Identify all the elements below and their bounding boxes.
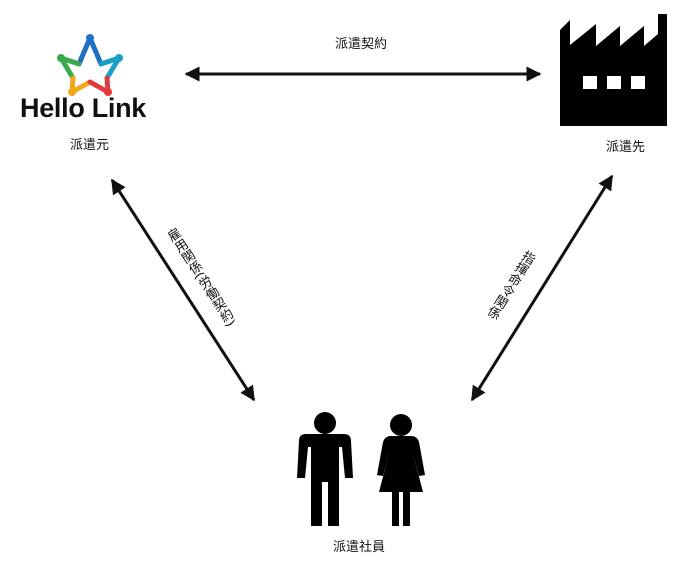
dispatcher-label: 派遣元 (70, 138, 110, 153)
command-arrow (470, 174, 614, 402)
male-person-icon (297, 412, 353, 526)
employment-arrow (110, 178, 256, 402)
client-label: 派遣先 (606, 140, 646, 155)
logo-text: Hello Link (20, 93, 147, 123)
workers-label: 派遣社員 (333, 540, 386, 555)
dispatch-contract-label: 派遣契約 (335, 37, 388, 52)
people-icon (297, 412, 425, 526)
hello-link-logo-icon (57, 34, 123, 96)
factory-icon (560, 14, 667, 126)
female-person-icon (377, 414, 425, 526)
